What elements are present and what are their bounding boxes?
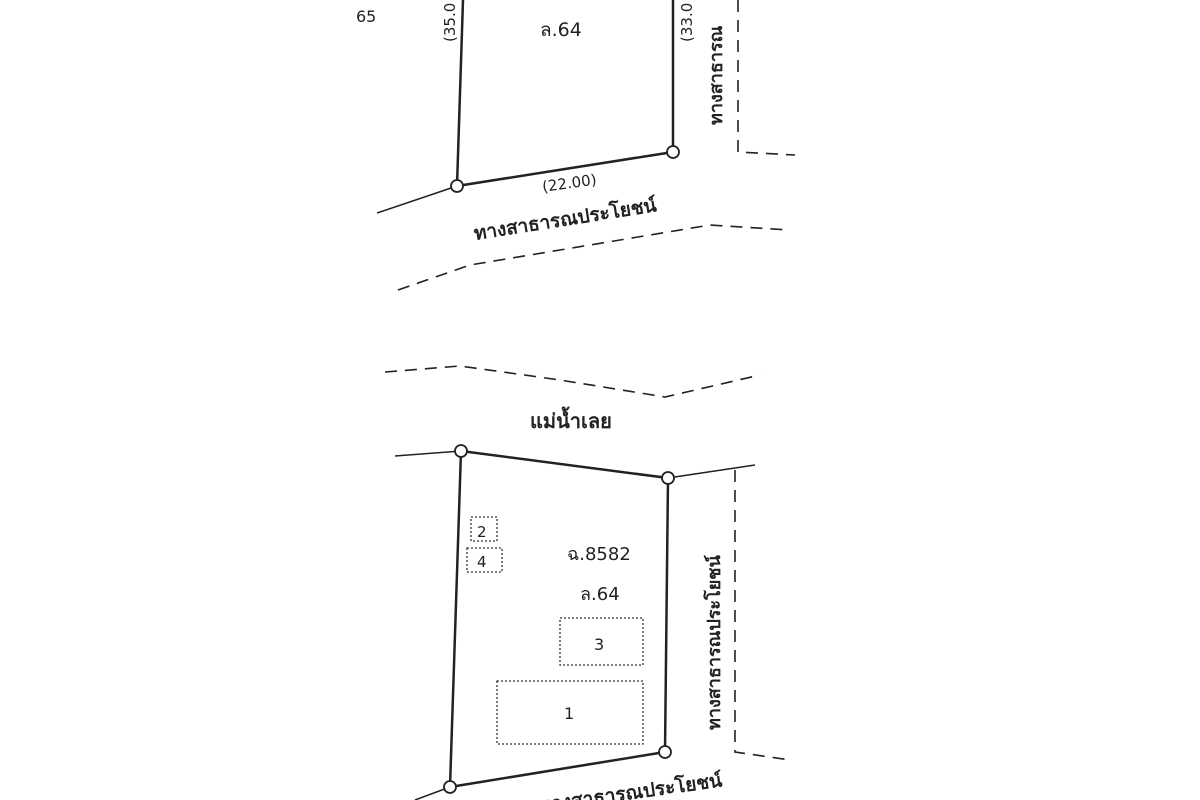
boundary-marker (454, 444, 468, 458)
deed-label: ฉ.8582 (567, 544, 631, 565)
building-1-label: 1 (564, 704, 574, 723)
left-length-label: (35.0 (441, 3, 459, 42)
bottom-east-road-label: ทางสาธารณประโยชน์ (703, 554, 725, 730)
boundary-marker (658, 745, 672, 759)
neighbor-parcel-number: 65 (356, 7, 376, 26)
top-south-road-label: ทางสาธารณประโยชน์ (472, 193, 658, 245)
bottom-south-road-label: ทางสาธารณประโยชน์ (537, 768, 723, 800)
top-sheet-label: ล.64 (540, 19, 582, 41)
river-edge (384, 365, 761, 398)
right-length-label: (33.0 (678, 3, 696, 42)
bottom-parcel-boundary (448, 449, 670, 789)
river-bank-line (667, 464, 756, 479)
bottom-sheet-label: ล.64 (580, 584, 620, 605)
boundary-marker (661, 471, 675, 485)
bottom-east-road-edge (734, 470, 791, 761)
top-parcel-boundary (455, 0, 675, 188)
boundary-marker (666, 145, 680, 159)
boundary-marker (443, 780, 457, 794)
top-road-edge (376, 185, 458, 214)
top-road-far-edge (397, 224, 791, 291)
building-1 (496, 680, 644, 745)
river-label: แม่น้ำเลย (530, 406, 612, 433)
top-east-road-edge (737, 0, 796, 156)
building-4-label: 4 (477, 553, 487, 571)
river-bank-line (394, 450, 462, 457)
building-2 (470, 516, 498, 542)
building-2-label: 2 (477, 523, 487, 541)
bottom-length-label: (22.00) (541, 171, 598, 196)
building-3-label: 3 (594, 635, 604, 654)
building-3 (559, 617, 644, 666)
building-4 (466, 547, 503, 573)
top-east-road-label: ทางสาธารณ (706, 25, 727, 125)
boundary-marker (450, 179, 464, 193)
